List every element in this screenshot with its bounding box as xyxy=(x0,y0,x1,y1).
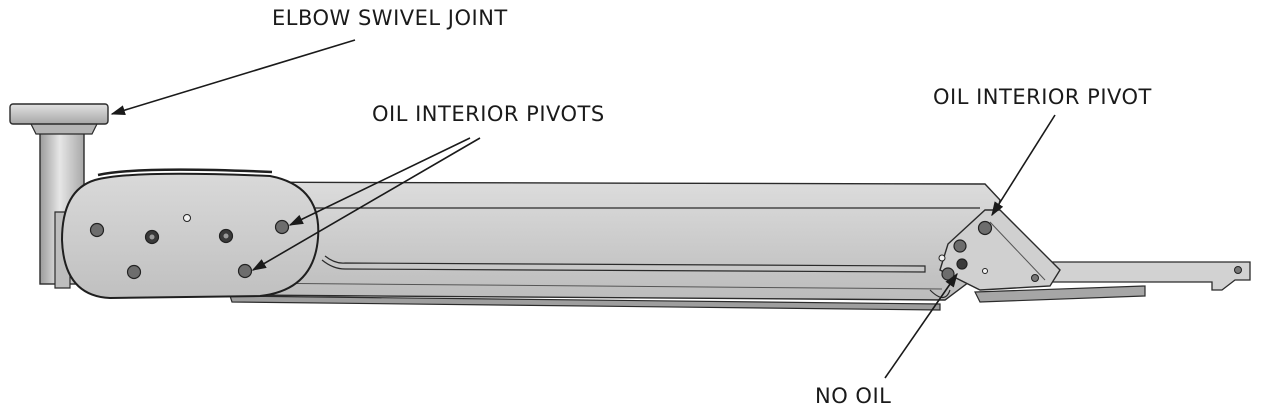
oil-pivot-upper xyxy=(274,219,290,235)
bracket-pivot xyxy=(941,267,955,281)
housing-pivots xyxy=(89,214,290,280)
bracket-oil-pivot xyxy=(977,220,993,236)
extension-hole xyxy=(1234,266,1242,274)
label-elbow-swivel-joint: ELBOW SWIVEL JOINT xyxy=(272,6,508,30)
no-oil-pivot xyxy=(956,258,968,270)
hex-bolt xyxy=(126,264,142,280)
bracket-pivot xyxy=(953,239,967,253)
right-bracket xyxy=(929,209,1251,303)
leader-elbow-swivel xyxy=(110,39,356,116)
small-hole xyxy=(938,254,946,262)
hex-bolt xyxy=(89,222,105,238)
arm-body xyxy=(169,181,1001,311)
leader-oil-pivot xyxy=(991,114,1056,217)
pivot-bolt-center xyxy=(149,234,155,240)
leader-oil-pivots-lower xyxy=(251,137,481,271)
label-no-oil: NO OIL xyxy=(815,384,892,408)
callout-leaders xyxy=(110,39,1056,379)
pivot-bolt-center xyxy=(223,233,229,239)
label-oil-interior-pivot: OIL INTERIOR PIVOT xyxy=(933,85,1152,109)
label-oil-interior-pivots: OIL INTERIOR PIVOTS xyxy=(372,102,605,126)
leader-no-oil xyxy=(884,272,958,379)
small-hole xyxy=(183,214,191,222)
leader-oil-pivots-upper xyxy=(288,137,471,226)
extension-hole xyxy=(1031,274,1039,282)
small-hole xyxy=(982,268,988,274)
oil-pivot-lower xyxy=(237,263,253,279)
